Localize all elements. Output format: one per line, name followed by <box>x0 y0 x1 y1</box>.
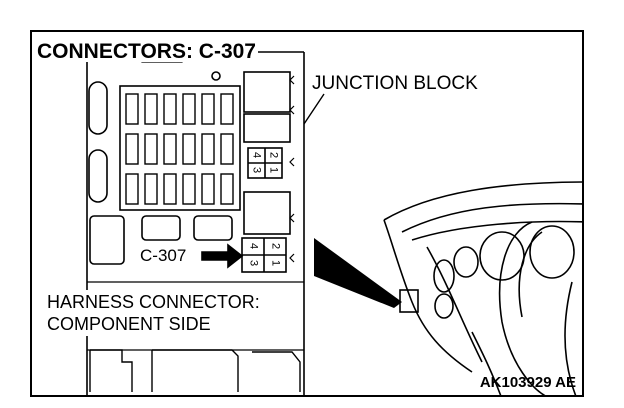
pin-lower-3: 3 <box>247 259 260 267</box>
fuse-cells <box>125 93 234 205</box>
relay-socket-3 <box>243 191 291 235</box>
connector-arrow <box>201 243 244 269</box>
fuse-slot-oval-2 <box>88 149 108 203</box>
bottom-socket-2 <box>151 349 239 392</box>
bottom-socket-1 <box>89 349 133 392</box>
pin-lower-2: 2 <box>269 242 282 250</box>
connector-id-label: C-307 <box>140 246 187 265</box>
pin-lower-1: 1 <box>269 259 282 267</box>
junction-block-leader <box>303 93 325 125</box>
harness-line-2: COMPONENT SIDE <box>47 314 211 334</box>
bottom-socket-3 <box>252 351 301 392</box>
callout-wedge <box>314 238 402 308</box>
pin-upper-3: 3 <box>250 166 263 174</box>
diagram-art <box>86 51 582 395</box>
dashboard-illustration <box>383 181 582 395</box>
pin-lower-4: 4 <box>247 242 260 250</box>
socket-2 <box>141 215 181 241</box>
fuse-slot-oval-1 <box>88 81 108 135</box>
socket-3 <box>193 215 233 241</box>
connector-upper-grid <box>247 147 283 179</box>
diagram-frame: CONNECTORS: C-307 JUNCTION BLOCK C-307 H… <box>30 30 584 397</box>
diagram-title: CONNECTORS: C-307 <box>35 40 258 63</box>
mount-hole <box>211 71 221 81</box>
pin-upper-1: 1 <box>267 166 280 174</box>
pin-upper-2: 2 <box>267 151 280 159</box>
harness-line-1: HARNESS CONNECTOR: <box>47 292 260 312</box>
relay-socket-2 <box>243 113 291 143</box>
junction-block-label: JUNCTION BLOCK <box>312 73 478 94</box>
edge-markers <box>289 75 295 263</box>
socket-1 <box>89 215 125 265</box>
fuse-grid <box>119 85 241 211</box>
harness-connector-label: HARNESS CONNECTOR: COMPONENT SIDE <box>45 290 264 336</box>
pin-upper-4: 4 <box>250 151 263 159</box>
figure-code: AK103929 AE <box>479 374 576 391</box>
relay-socket-1 <box>243 71 291 113</box>
